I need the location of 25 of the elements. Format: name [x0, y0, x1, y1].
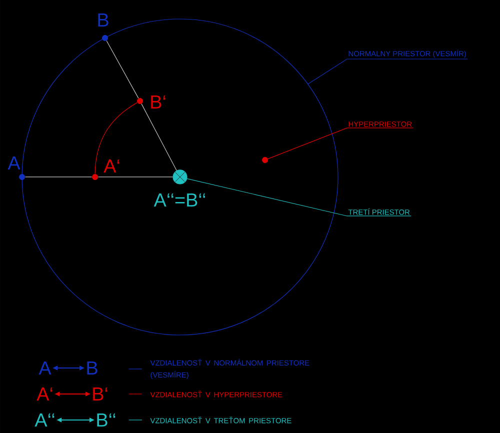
center-point: [172, 170, 188, 184]
point-label: B‘‘: [97, 413, 116, 426]
point: [19, 174, 25, 180]
leader-line: [186, 178, 412, 216]
point-label: B: [87, 361, 98, 374]
point: [262, 156, 268, 163]
point: [92, 174, 98, 180]
point-label: A: [8, 156, 20, 170]
arc: [94, 102, 138, 174]
point-label: A‘: [104, 159, 120, 172]
line: [24, 176, 92, 178]
point: [137, 98, 143, 104]
point-label: B: [98, 13, 108, 26]
leader-line: [308, 58, 468, 84]
point-label: B‘: [93, 387, 108, 400]
point-label: A‘: [36, 387, 52, 400]
point: [102, 35, 108, 41]
point-label: B‘: [151, 95, 166, 108]
point-label: A‘‘: [34, 413, 54, 426]
point-label: A: [38, 361, 52, 374]
line: [141, 104, 177, 171]
line: [106, 40, 139, 98]
leader-line: [268, 128, 414, 160]
line: [98, 176, 173, 178]
point-label: A‘‘=B‘‘: [154, 193, 206, 206]
